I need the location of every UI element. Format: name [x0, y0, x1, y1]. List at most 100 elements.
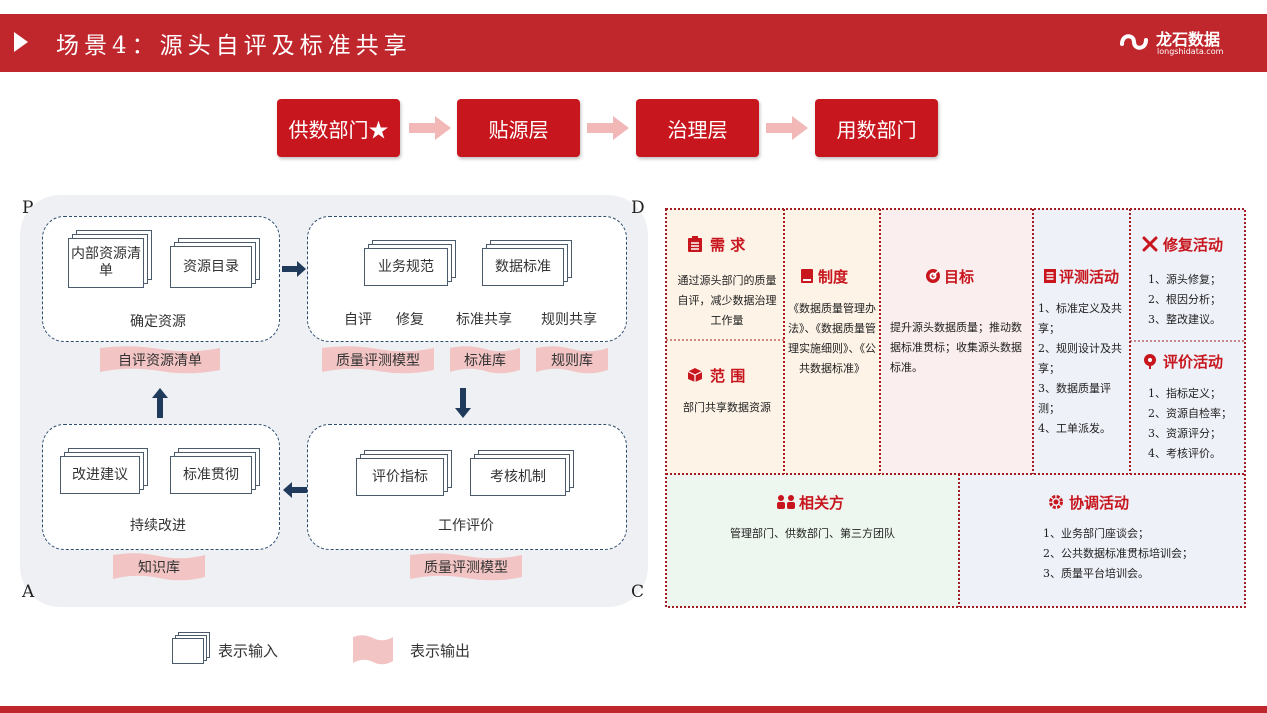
- output-ribbon: 规则库: [536, 346, 608, 374]
- output-ribbon: 标准库: [450, 346, 520, 374]
- footer-bar: [0, 706, 1267, 713]
- caption-rule-share: 规则共享: [541, 312, 597, 328]
- flow-step-source: 贴源层: [457, 99, 580, 157]
- coord-item: 3、质量平台培训会。: [1043, 567, 1149, 580]
- caption-confirm-resources: 确定资源: [130, 314, 186, 330]
- header-bar: [0, 14, 1267, 72]
- doc-evaluation-indicator: 评价指标: [356, 458, 444, 496]
- output-ribbon: 自评资源清单: [100, 346, 220, 374]
- demand-text: 通过源头部门的质量自评，减少数据治理工作量: [677, 274, 777, 327]
- goal-title: 目标: [944, 268, 975, 286]
- doc-business-spec: 业务规范: [364, 248, 448, 286]
- legend-output-icon: [353, 635, 393, 665]
- stakeholders-text: 管理部门、供数部门、第三方团队: [730, 527, 895, 540]
- system-text: 《数据质量管理办法》、《数据质量管理实施细则》、《公共数据标准》: [788, 302, 876, 375]
- legend-input-icon: [172, 638, 204, 664]
- doc-improvement-suggestion: 改进建议: [60, 456, 140, 494]
- repair-title: 修复活动: [1163, 236, 1224, 254]
- caption-continuous-improvement: 持续改进: [130, 518, 186, 534]
- output-knowledge-base: 知识库: [138, 560, 180, 576]
- repair-list: 1、源头修复； 2、根因分析； 3、整改建议。: [1148, 270, 1243, 330]
- page-title: 场景4：源头自评及标准共享: [56, 33, 412, 59]
- clipboard-icon: [688, 236, 702, 252]
- flow-arrow-icon: [409, 116, 451, 140]
- eval-title: 评测活动: [1059, 268, 1120, 286]
- flow-arrow-icon: [766, 116, 808, 140]
- assess-item: 3、资源评分；: [1148, 427, 1221, 440]
- corner-p: P: [22, 198, 34, 218]
- eval-item: 3、数据质量评测；: [1038, 382, 1111, 415]
- coord-title: 协调活动: [1069, 494, 1130, 512]
- coord-item: 2、公共数据标准贯标培训会；: [1043, 547, 1193, 560]
- repair-item: 1、源头修复；: [1148, 273, 1221, 286]
- cell-scope: [666, 340, 784, 474]
- cell-system: [784, 209, 880, 474]
- people-icon: [777, 495, 795, 509]
- doc-assessment-mechanism: 考核机制: [470, 458, 566, 496]
- corner-a: A: [22, 582, 35, 602]
- output-self-eval-list: 自评资源清单: [118, 353, 202, 369]
- doc-standard-implementation: 标准贯彻: [170, 456, 252, 494]
- flow-step-governance: 治理层: [636, 99, 759, 157]
- quadrant-do: [307, 216, 627, 342]
- play-icon: [14, 32, 28, 52]
- doc-resource-catalog: 资源目录: [170, 246, 252, 288]
- scope-title: 范 围: [710, 367, 746, 385]
- wrench-icon: [1142, 236, 1158, 252]
- logo-name: 龙石数据: [1156, 30, 1221, 49]
- assess-item: 2、资源自检率；: [1148, 407, 1232, 420]
- cell-eval: [1033, 209, 1130, 474]
- repair-item: 3、整改建议。: [1148, 313, 1221, 326]
- flower-icon: [1144, 354, 1156, 369]
- assess-title: 评价活动: [1163, 353, 1224, 371]
- arrow-down-icon: [455, 388, 471, 418]
- eval-item: 1、标准定义及共享；: [1038, 302, 1122, 335]
- output-ribbon: 质量评测模型: [410, 553, 522, 581]
- eval-list: 1、标准定义及共享； 2、规则设计及共享； 3、数据质量评测； 4、工单派发。: [1038, 299, 1128, 439]
- assess-list: 1、指标定义； 2、资源自检率； 3、资源评分； 4、考核评价。: [1148, 384, 1243, 464]
- arrow-left-icon: [283, 482, 307, 498]
- output-standard-lib: 标准库: [464, 353, 506, 369]
- logo-url: longshidata.com: [1157, 47, 1224, 56]
- gear-icon: [1049, 495, 1063, 509]
- assess-item: 4、考核评价。: [1148, 447, 1221, 460]
- book-icon: [801, 269, 813, 283]
- corner-d: D: [631, 198, 645, 218]
- stakeholders-title: 相关方: [799, 494, 845, 512]
- cell-coord: [959, 474, 1245, 607]
- output-ribbon: 质量评测模型: [322, 346, 434, 374]
- list-icon: [1044, 269, 1056, 283]
- caption-standard-share: 标准共享: [456, 312, 512, 328]
- cell-demand: [666, 209, 784, 340]
- output-ribbon: 知识库: [113, 553, 205, 581]
- arrow-up-icon: [152, 388, 168, 418]
- legend-input-label: 表示输入: [218, 642, 279, 660]
- caption-repair: 修复: [396, 312, 424, 328]
- eval-item: 4、工单派发。: [1038, 422, 1111, 435]
- cell-repair: [1130, 209, 1245, 341]
- caption-work-evaluation: 工作评价: [438, 518, 494, 534]
- output-quality-model-2: 质量评测模型: [424, 560, 508, 576]
- box-icon: [687, 368, 703, 382]
- assess-item: 1、指标定义；: [1148, 387, 1221, 400]
- logo-icon: [1120, 34, 1148, 50]
- legend-output-label: 表示输出: [410, 642, 471, 660]
- output-rule-lib: 规则库: [551, 353, 593, 369]
- target-icon: [926, 268, 941, 283]
- repair-item: 2、根因分析；: [1148, 293, 1221, 306]
- doc-internal-resource-list: 内部资源清单: [68, 238, 144, 288]
- cell-goal: [880, 209, 1033, 474]
- flow-step-supply: 供数部门★: [277, 99, 400, 157]
- scope-text: 部门共享数据资源: [683, 401, 771, 414]
- demand-title: 需 求: [710, 236, 746, 254]
- flow-arrow-icon: [587, 116, 629, 140]
- eval-item: 2、规则设计及共享；: [1038, 342, 1122, 375]
- corner-c: C: [631, 582, 645, 602]
- grid-borders: [665, 208, 1246, 608]
- caption-self-eval: 自评: [344, 312, 372, 328]
- flow-step-consumer: 用数部门: [815, 99, 938, 157]
- goal-text: 提升源头数据质量；推动数据标准贯标；收集源头数据标准。: [890, 321, 1022, 374]
- arrow-right-icon: [282, 261, 306, 277]
- doc-data-standard: 数据标准: [482, 248, 564, 286]
- system-title: 制度: [818, 268, 849, 286]
